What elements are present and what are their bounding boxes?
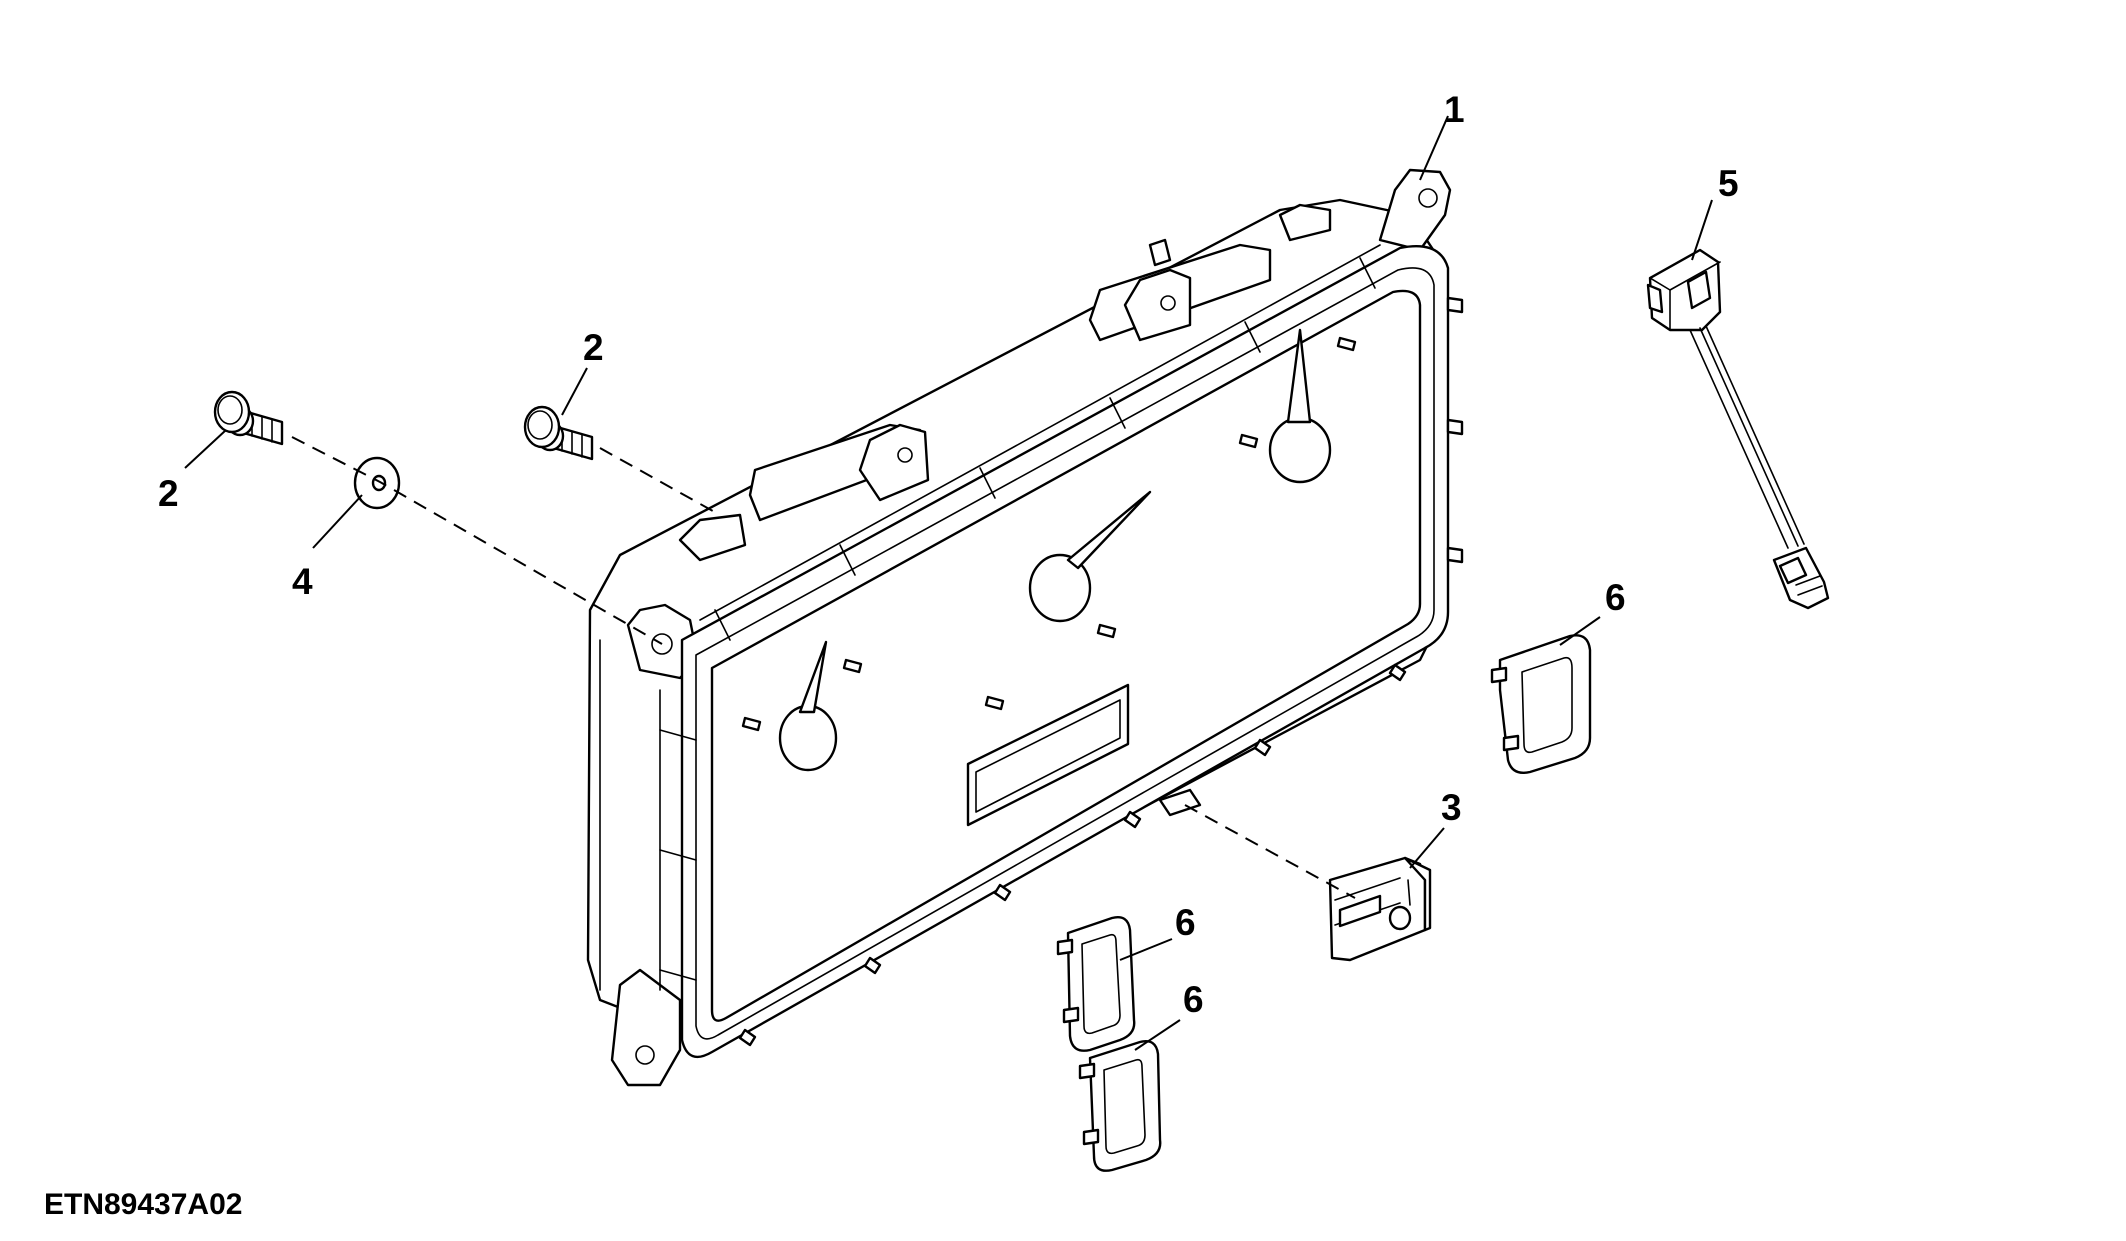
leader-6c [1134, 1019, 1181, 1051]
callout-1: 1 [1444, 89, 1465, 130]
leader-4 [312, 494, 363, 549]
callout-3: 3 [1441, 787, 1462, 828]
right-gauge [1238, 328, 1357, 484]
callout-6-middle: 6 [1175, 902, 1196, 943]
callout-6-lower: 6 [1183, 979, 1204, 1020]
assembly-line-center-screw [599, 447, 721, 516]
cap-upper [1490, 634, 1592, 774]
screw-left [213, 390, 284, 446]
leader-3 [1409, 827, 1445, 869]
leader-5 [1691, 199, 1713, 261]
callout-2-left: 2 [158, 473, 179, 514]
assembly-line-screw-washer [291, 436, 663, 645]
instrument-cluster [586, 168, 1464, 1087]
bracket-clip [1328, 856, 1432, 962]
assembly-line-bracket [1184, 804, 1356, 899]
callout-5: 5 [1718, 163, 1739, 204]
figure-id: ETN89437A02 [44, 1188, 242, 1221]
cap-lower [1078, 1040, 1162, 1172]
leader-6b [1119, 938, 1173, 961]
leader-2a [184, 429, 227, 469]
cap-middle [1056, 916, 1136, 1052]
left-gauge [741, 640, 863, 772]
callout-6-right: 6 [1605, 577, 1626, 618]
center-gauge [984, 490, 1152, 711]
leader-2b [561, 367, 588, 416]
washer [353, 456, 401, 510]
leader-1 [1419, 115, 1449, 181]
wire-harness [1646, 248, 1830, 610]
callout-2-center: 2 [583, 327, 604, 368]
screw-center [523, 405, 594, 461]
lcd-window [966, 683, 1130, 827]
leader-6a [1559, 616, 1601, 646]
callout-4: 4 [292, 561, 313, 602]
